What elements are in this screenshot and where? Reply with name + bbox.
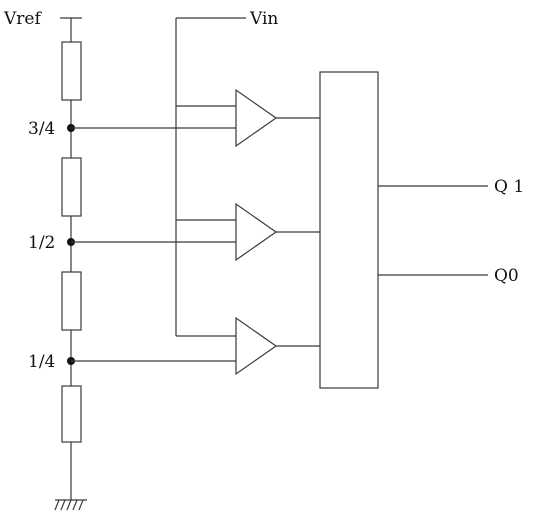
output-label-q1: Q 1 — [494, 177, 524, 197]
comparator-1 — [235, 88, 278, 148]
comparator-2 — [235, 202, 278, 262]
comparator-3 — [235, 316, 278, 376]
tap-label-1-4: 1/4 — [28, 352, 55, 372]
encoder-block — [319, 71, 379, 389]
resistor-1 — [61, 41, 82, 101]
ground-icon — [54, 499, 87, 511]
vref-label: Vref — [3, 9, 42, 29]
resistor-3 — [61, 271, 82, 331]
output-label-q0: Q0 — [494, 266, 519, 286]
tap-label-3-4: 3/4 — [28, 119, 55, 139]
resistor-2 — [61, 157, 82, 217]
tap-label-1-2: 1/2 — [28, 233, 55, 253]
resistor-4 — [61, 385, 82, 443]
vin-label: Vin — [249, 9, 278, 29]
